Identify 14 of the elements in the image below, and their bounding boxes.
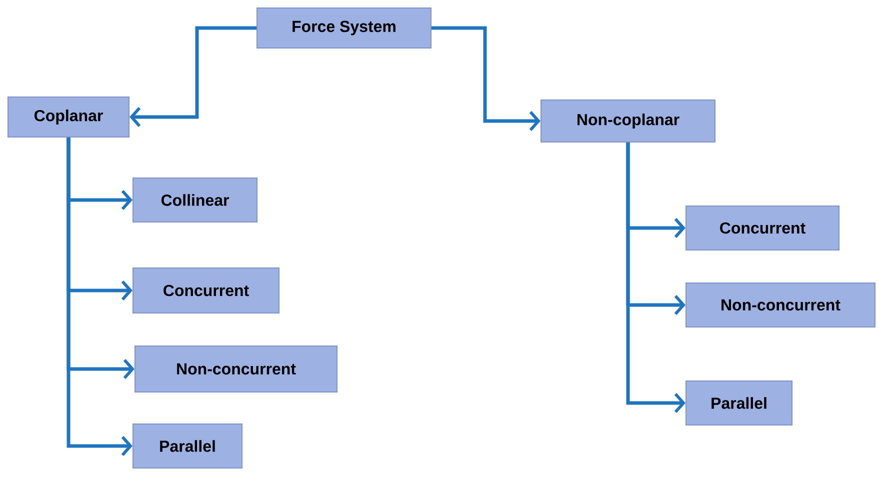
category-box: Coplanar — [8, 96, 130, 138]
category-box: Parallel — [686, 380, 792, 426]
arrow — [130, 26, 256, 127]
category-box: Concurrent — [132, 268, 280, 314]
category-box: Non-concurrent — [686, 282, 876, 328]
category-box: Force System — [256, 8, 432, 48]
category-box: Collinear — [132, 178, 258, 222]
category-box: Parallel — [132, 424, 242, 468]
arrow — [626, 142, 686, 413]
category-box: Concurrent — [686, 206, 840, 250]
arrow — [66, 138, 132, 456]
category-box: Non-coplanar — [540, 100, 716, 142]
category-box: Non-concurrent — [134, 346, 338, 392]
arrow — [432, 26, 540, 131]
